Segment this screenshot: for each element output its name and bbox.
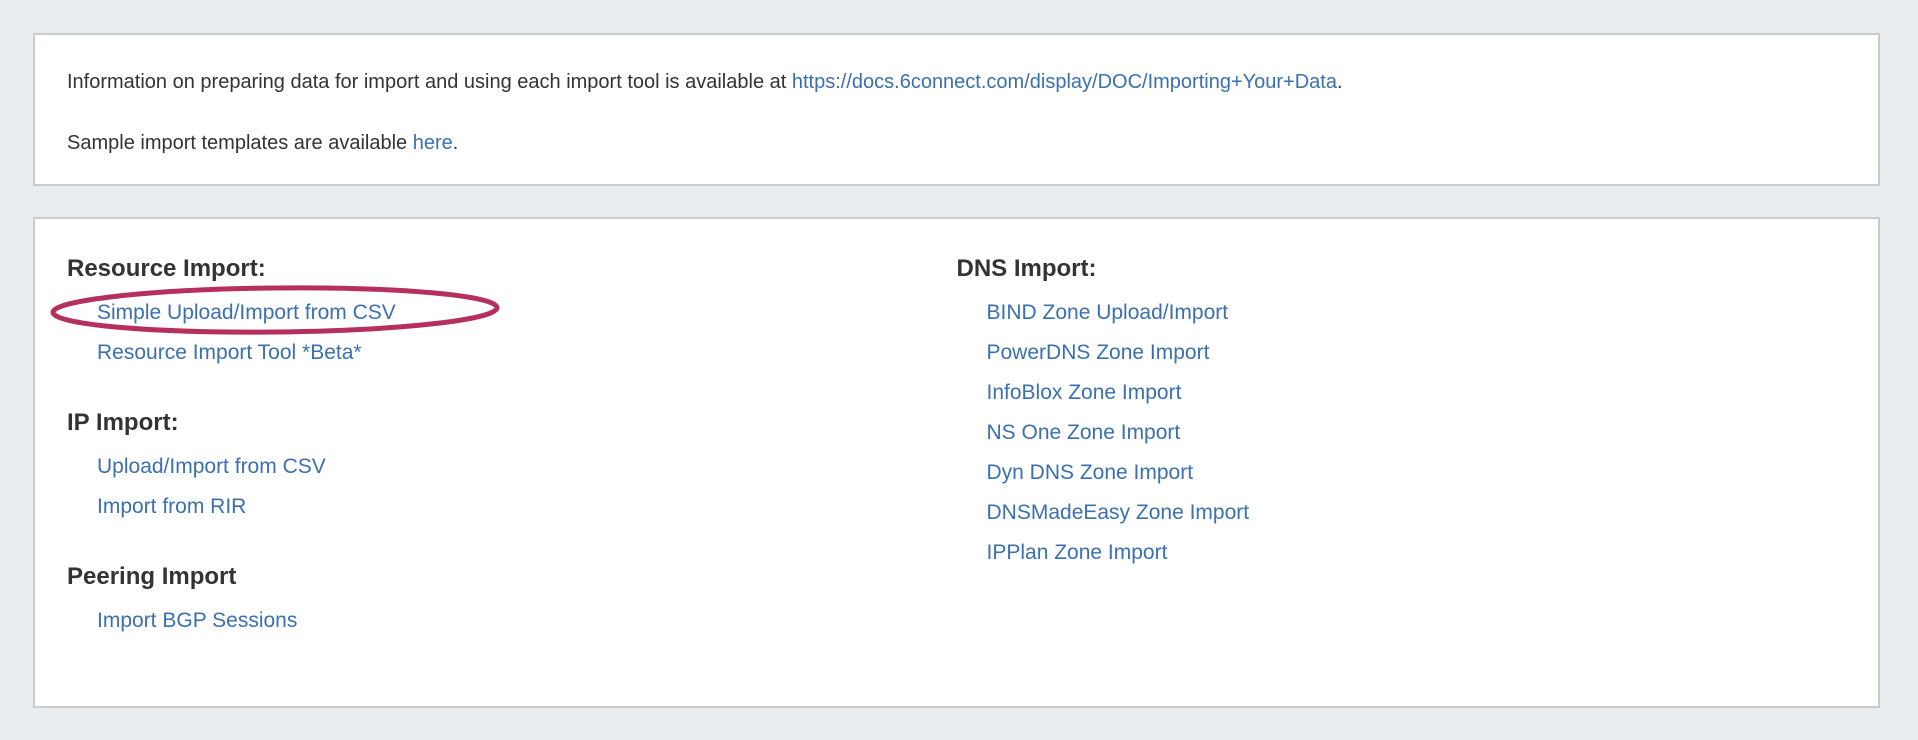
info-line-1-suffix: . [1336,71,1343,93]
import-column-right: DNS Import: BIND Zone Upload/Import Powe… [957,254,1847,706]
link-ns-one-zone-import[interactable]: NS One Zone Import [986,421,1181,444]
import-link-row: Dyn DNS Zone Import [957,453,1847,493]
section-resource-import: Resource Import: Simple Upload/Import fr… [67,254,957,373]
templates-here-link[interactable]: here [412,132,453,154]
link-import-bgp-sessions[interactable]: Import BGP Sessions [97,609,298,632]
link-upload-import-from-csv[interactable]: Upload/Import from CSV [97,455,326,478]
link-ipplan-zone-import[interactable]: IPPlan Zone Import [986,541,1168,564]
import-link-row: Import BGP Sessions [67,601,957,641]
link-resource-import-tool-beta[interactable]: Resource Import Tool *Beta* [97,341,362,364]
import-link-row: InfoBlox Zone Import [957,373,1847,413]
info-line-2: Sample import templates are available he… [67,132,1846,154]
link-infoblox-zone-import[interactable]: InfoBlox Zone Import [986,381,1182,404]
docs-url-link[interactable]: https://docs.6connect.com/display/DOC/Im… [791,71,1337,93]
import-link-row: IPPlan Zone Import [957,533,1847,573]
heading-peering-import: Peering Import [67,563,237,590]
heading-dns-import: DNS Import: [956,255,1097,282]
import-link-row: BIND Zone Upload/Import [957,293,1847,333]
link-dyn-dns-zone-import[interactable]: Dyn DNS Zone Import [986,461,1194,484]
heading-resource-import: Resource Import: [67,255,266,282]
link-import-from-rir[interactable]: Import from RIR [97,495,247,518]
import-link-row: NS One Zone Import [957,413,1847,453]
link-dnsmadeeasy-zone-import[interactable]: DNSMadeEasy Zone Import [986,501,1250,524]
section-dns-import: DNS Import: BIND Zone Upload/Import Powe… [957,254,1847,573]
import-link-row: PowerDNS Zone Import [957,333,1847,373]
section-ip-import: IP Import: Upload/Import from CSV Import… [67,408,957,527]
import-link-row: Simple Upload/Import from CSV [67,293,957,333]
heading-ip-import: IP Import: [67,409,179,436]
import-link-row: Import from RIR [67,487,957,527]
info-line-1: Information on preparing data for import… [67,71,1846,93]
info-panel: Information on preparing data for import… [33,33,1880,186]
link-bind-zone-upload-import[interactable]: BIND Zone Upload/Import [986,301,1229,324]
info-line-2-text: Sample import templates are available [67,132,413,154]
import-tools-panel: Resource Import: Simple Upload/Import fr… [33,217,1880,708]
import-link-row: DNSMadeEasy Zone Import [957,493,1847,533]
link-simple-upload-import-from-csv[interactable]: Simple Upload/Import from CSV [97,301,396,324]
import-link-row: Resource Import Tool *Beta* [67,333,957,373]
link-powerdns-zone-import[interactable]: PowerDNS Zone Import [986,341,1210,364]
import-column-left: Resource Import: Simple Upload/Import fr… [67,254,957,706]
section-peering-import: Peering Import Import BGP Sessions [67,562,957,641]
info-line-2-suffix: . [452,132,459,154]
info-line-1-text: Information on preparing data for import… [67,71,792,93]
import-link-row: Upload/Import from CSV [67,447,957,487]
